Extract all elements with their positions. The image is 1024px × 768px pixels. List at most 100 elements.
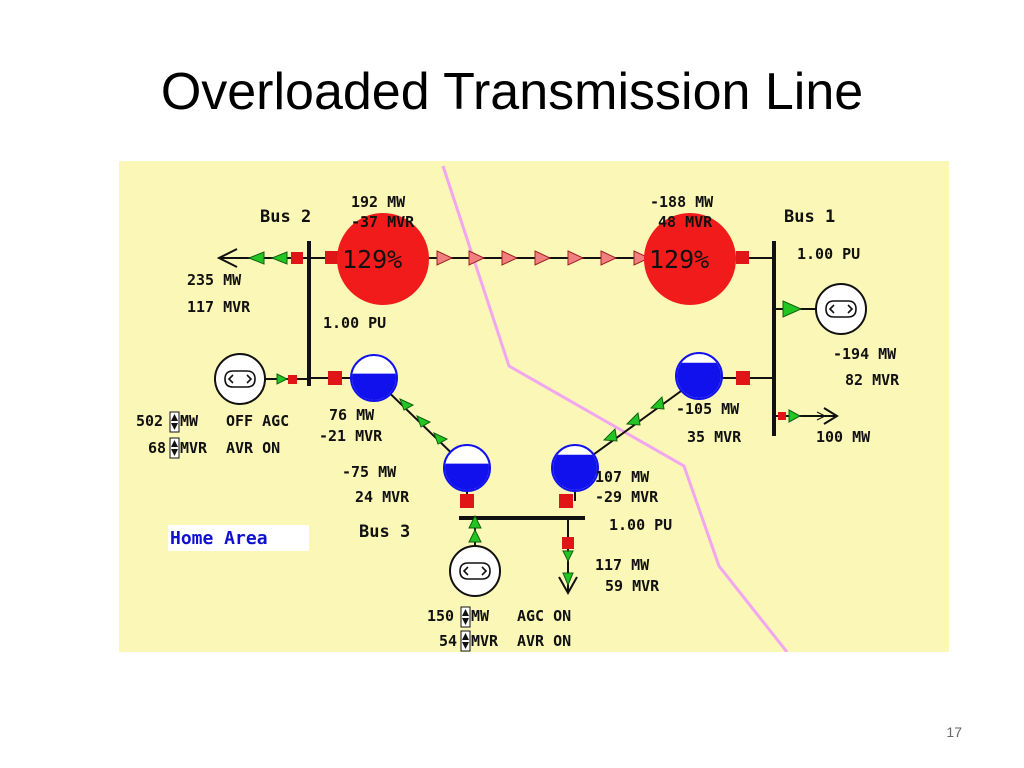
line12-loading-bus1: 129% bbox=[649, 245, 709, 274]
bus1-load-mw: 100 MW bbox=[816, 428, 871, 446]
flow-arrow bbox=[247, 251, 265, 265]
area-label[interactable]: Home Area bbox=[170, 528, 268, 549]
line13-loading-meter-bus3[interactable] bbox=[551, 444, 599, 492]
breaker-bus3-load[interactable] bbox=[562, 537, 574, 549]
flow-arrow bbox=[270, 251, 288, 265]
bus3-voltage: 1.00 PU bbox=[609, 516, 672, 534]
flow-arrow bbox=[600, 250, 618, 266]
spinner-down-icon[interactable] bbox=[462, 618, 469, 625]
bus3-gen-mvr-value: 54 bbox=[439, 632, 457, 650]
bus1-gen-mvr: 82 MVR bbox=[845, 371, 900, 389]
bus2-gen-avr-status[interactable]: AVR ON bbox=[226, 439, 280, 457]
flow-arrow bbox=[562, 572, 574, 587]
breaker-line13-bus3[interactable] bbox=[559, 494, 573, 508]
spinner-up-icon[interactable] bbox=[462, 609, 469, 616]
bus1-load-arrowhead-inner bbox=[816, 411, 827, 421]
breaker-line23-bus3[interactable] bbox=[460, 494, 474, 508]
bus3-gen-mvr-unit: MVR bbox=[471, 632, 499, 650]
one-line-diagram: 129% 129% bbox=[119, 161, 949, 652]
bus2-gen-mvr-value: 68 bbox=[148, 439, 166, 457]
bus1-name: Bus 1 bbox=[784, 207, 835, 227]
breaker-bus1-load[interactable] bbox=[778, 412, 786, 420]
flow-arrow bbox=[436, 250, 454, 266]
bus3-gen-agc-status[interactable]: AGC ON bbox=[517, 607, 571, 625]
line12-bus1-mvr: 48 MVR bbox=[658, 213, 713, 231]
line23-bus3-mvr: 24 MVR bbox=[355, 488, 410, 506]
line23-loading-meter-bus3[interactable] bbox=[443, 444, 491, 492]
bus1-voltage: 1.00 PU bbox=[797, 245, 860, 263]
flow-arrow bbox=[433, 432, 449, 445]
flow-arrow bbox=[625, 411, 641, 426]
line12-overload-gauge-bus2[interactable] bbox=[337, 213, 429, 305]
line13-bus1-mw: -105 MW bbox=[676, 400, 740, 418]
breaker-line13-bus1[interactable] bbox=[736, 371, 750, 385]
flow-arrow bbox=[468, 250, 486, 266]
bus3-load-mvr: 59 MVR bbox=[605, 577, 660, 595]
bus2-gen-mw-value: 502 bbox=[136, 412, 163, 430]
bus2-voltage: 1.00 PU bbox=[323, 314, 386, 332]
line13-flow-arrows bbox=[602, 395, 665, 442]
spinner-box bbox=[460, 606, 471, 628]
breaker-line12-bus1[interactable] bbox=[736, 251, 749, 264]
line13-bus3-mvr: -29 MVR bbox=[595, 488, 659, 506]
generator-symbol bbox=[825, 300, 857, 318]
spinner-down-icon[interactable] bbox=[462, 642, 469, 649]
bus3-load-arrowhead[interactable] bbox=[558, 576, 578, 596]
flow-arrow bbox=[633, 250, 651, 266]
flow-arrow bbox=[468, 514, 482, 529]
line12-bus2-mvr: -37 MVR bbox=[351, 213, 415, 231]
bus2-gen-mw-unit: MW bbox=[180, 412, 199, 430]
bus2-gen-mvr-unit: MVR bbox=[180, 439, 208, 457]
spinner-up-icon[interactable] bbox=[171, 414, 178, 421]
meter-fill bbox=[677, 362, 721, 399]
bus3-gen-mw-spinner[interactable] bbox=[460, 606, 471, 628]
line13-bus1-mvr: 35 MVR bbox=[687, 428, 742, 446]
spinner-box bbox=[169, 411, 180, 433]
line13-bus3-mw: 107 MW bbox=[595, 468, 650, 486]
meter-fill bbox=[352, 373, 397, 400]
meter-fill bbox=[553, 454, 597, 490]
bus2-generator[interactable] bbox=[214, 353, 266, 405]
line-1-2-flow-arrows bbox=[436, 250, 651, 266]
line23-bus2-mvr: -21 MVR bbox=[319, 427, 383, 445]
bus1-load-arrowhead[interactable] bbox=[823, 407, 839, 425]
line23-loading-meter-bus2[interactable] bbox=[350, 354, 398, 402]
bus2-load-arrowhead-inner bbox=[217, 251, 232, 265]
line23-flow-arrows bbox=[399, 398, 449, 445]
flow-arrow bbox=[399, 398, 415, 411]
bus3-gen-mvr-spinner[interactable] bbox=[460, 630, 471, 652]
page-number: 17 bbox=[946, 724, 962, 740]
line13-loading-meter-bus1[interactable] bbox=[675, 352, 723, 400]
bus2-load-mw: 235 MW bbox=[187, 271, 242, 289]
line12-bus2-mw: 192 MW bbox=[351, 193, 406, 211]
diagram-background bbox=[119, 161, 949, 652]
flow-arrow bbox=[276, 373, 289, 385]
spinner-up-icon[interactable] bbox=[462, 633, 469, 640]
flow-arrow bbox=[788, 409, 802, 423]
line23-bus2-mw: 76 MW bbox=[329, 406, 375, 424]
line12-overload-gauge-bus1[interactable] bbox=[644, 213, 736, 305]
line12-bus1-mw: -188 MW bbox=[650, 193, 714, 211]
spinner-down-icon[interactable] bbox=[171, 449, 178, 456]
bus3-gen-mw-unit: MW bbox=[471, 607, 490, 625]
flow-arrow bbox=[468, 528, 482, 543]
meter-fill bbox=[445, 463, 490, 491]
bus3-gen-avr-status[interactable]: AVR ON bbox=[517, 632, 571, 650]
breaker-line12-bus2[interactable] bbox=[325, 251, 338, 264]
breaker-bus2-load[interactable] bbox=[291, 252, 303, 264]
bus2-gen-agc-status[interactable]: OFF AGC bbox=[226, 412, 289, 430]
flow-arrow bbox=[602, 427, 618, 442]
flow-arrow bbox=[567, 250, 585, 266]
spinner-up-icon[interactable] bbox=[171, 440, 178, 447]
bus1-generator[interactable] bbox=[815, 283, 867, 335]
bus3-generator[interactable] bbox=[449, 545, 501, 597]
bus2-gen-mw-spinner[interactable] bbox=[169, 411, 180, 433]
spinner-down-icon[interactable] bbox=[171, 423, 178, 430]
bus2-gen-mvr-spinner[interactable] bbox=[169, 437, 180, 459]
flow-arrow bbox=[416, 415, 432, 428]
bus3-name: Bus 3 bbox=[359, 522, 410, 542]
breaker-line23-bus2[interactable] bbox=[328, 371, 342, 385]
area-boundary-line bbox=[441, 165, 789, 652]
breaker-bus2-gen[interactable] bbox=[288, 375, 297, 384]
generator-symbol bbox=[459, 562, 491, 580]
